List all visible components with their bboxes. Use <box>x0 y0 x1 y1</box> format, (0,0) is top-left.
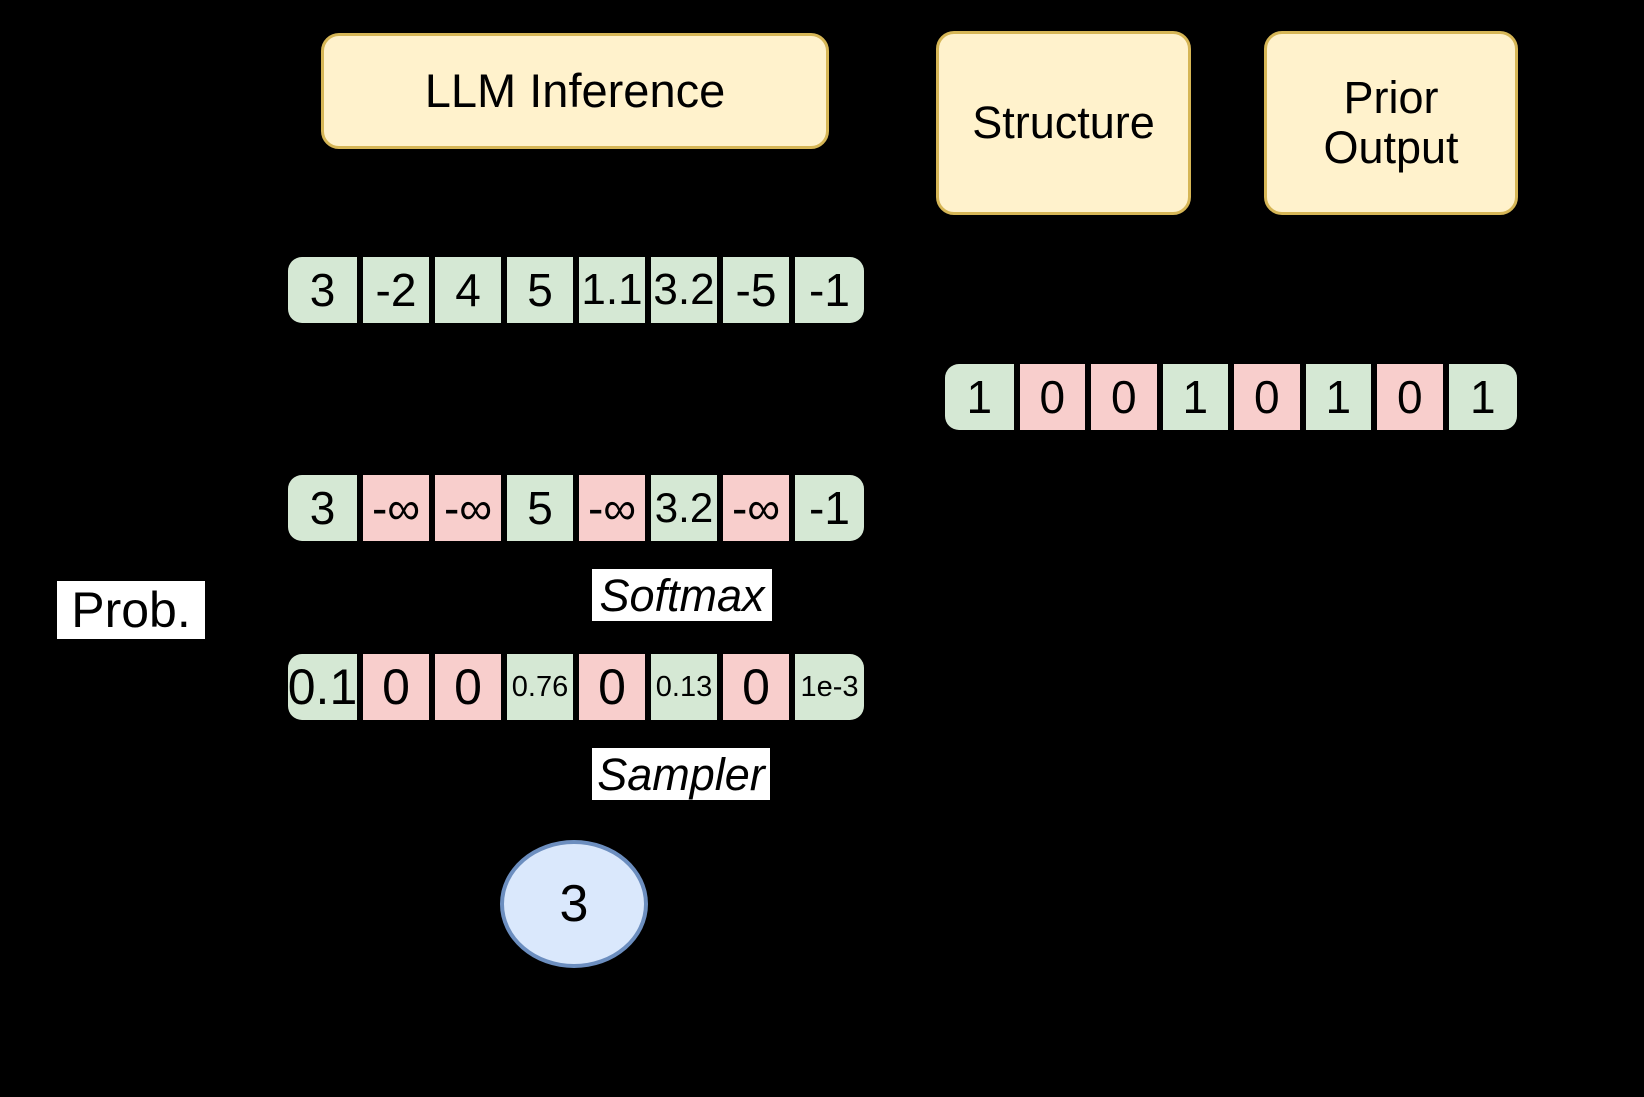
prob-label: Prob. <box>57 581 205 639</box>
softmax-label: Softmax <box>592 569 772 621</box>
logits-cell: 3.2 <box>648 257 720 323</box>
prior-output-label-line1: Prior <box>1343 71 1439 123</box>
mask-cell: 0 <box>1374 364 1446 430</box>
sampler-label: Sampler <box>592 748 770 800</box>
mask-cell: 0 <box>1016 364 1088 430</box>
masked-logits-cell: -1 <box>792 475 864 541</box>
probability-cell: 0 <box>576 654 648 720</box>
mask-cell: 1 <box>1445 364 1517 430</box>
logits-cell: 5 <box>504 257 576 323</box>
logits-cell: 4 <box>432 257 504 323</box>
mask-cell: 0 <box>1231 364 1303 430</box>
llm-inference-box[interactable]: LLM Inference <box>321 33 829 149</box>
sampler-text: Sampler <box>597 748 765 800</box>
probability-cell: 0 <box>360 654 432 720</box>
masked-logits-cell: -∞ <box>432 475 504 541</box>
probability-cell: 0 <box>432 654 504 720</box>
logits-cell: 3 <box>288 257 360 323</box>
masked-logits-cell: -∞ <box>576 475 648 541</box>
probability-cell: 0 <box>720 654 792 720</box>
logits-cell: -1 <box>792 257 864 323</box>
probability-cell: 1e-3 <box>792 654 864 720</box>
masked-logits-cell: -∞ <box>360 475 432 541</box>
prior-output-label-line2: Output <box>1323 122 1459 173</box>
structure-label: Structure <box>972 96 1155 148</box>
probability-cell: 0.1 <box>288 654 360 720</box>
prob-text: Prob. <box>71 582 191 638</box>
structure-box[interactable]: Structure <box>936 31 1191 215</box>
masked-logits-vector: 3-∞-∞5-∞3.2-∞-1 <box>288 475 864 541</box>
output-token-circle[interactable]: 3 <box>500 840 648 968</box>
probability-cell: 0.76 <box>504 654 576 720</box>
mask-cell: 1 <box>945 364 1017 430</box>
probability-cell: 0.13 <box>648 654 720 720</box>
masked-logits-cell: 3.2 <box>648 475 720 541</box>
logits-cell: 1.1 <box>576 257 648 323</box>
prior-output-box[interactable]: Prior Output <box>1264 31 1518 215</box>
mask-cell: 1 <box>1159 364 1231 430</box>
output-token-value: 3 <box>559 875 589 933</box>
logits-cell: -5 <box>720 257 792 323</box>
mask-cell: 1 <box>1302 364 1374 430</box>
masked-logits-cell: 5 <box>504 475 576 541</box>
masked-logits-cell: 3 <box>288 475 360 541</box>
softmax-text: Softmax <box>599 569 765 621</box>
masked-logits-cell: -∞ <box>720 475 792 541</box>
logits-cell: -2 <box>360 257 432 323</box>
llm-inference-label: LLM Inference <box>424 63 726 117</box>
mask-cell: 0 <box>1088 364 1160 430</box>
